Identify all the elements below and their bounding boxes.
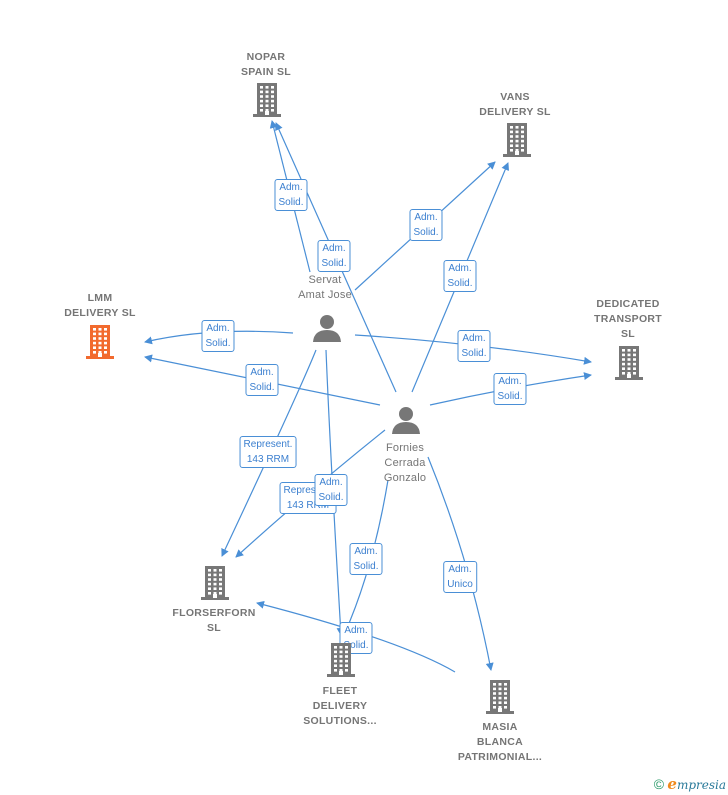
node-label-line: MASIA bbox=[482, 721, 518, 733]
edge-label-line: Adm. bbox=[319, 477, 343, 488]
edge-label-line: Adm. bbox=[414, 212, 438, 223]
node-label-line: LMM bbox=[87, 292, 113, 304]
edge-label-line: Adm. bbox=[448, 263, 472, 274]
node-label-line: Servat bbox=[308, 274, 342, 286]
node-label-line: SPAIN SL bbox=[240, 66, 292, 78]
node-label-line: FLORSERFORN bbox=[172, 607, 256, 619]
edge-label-line: Solid. bbox=[461, 348, 487, 359]
edge-label-line: Adm. bbox=[462, 333, 486, 344]
node-label-lmm[interactable]: LMM DELIVERY SL bbox=[64, 291, 136, 321]
person-icon[interactable] bbox=[391, 405, 421, 440]
building-icon[interactable] bbox=[502, 122, 532, 163]
building-icon[interactable] bbox=[485, 679, 515, 720]
building-icon[interactable] bbox=[200, 565, 230, 606]
node-label-line: SL bbox=[206, 622, 222, 634]
edge-label-line: Adm. bbox=[498, 376, 522, 387]
node-label-line: SL bbox=[620, 328, 636, 340]
building-icon[interactable] bbox=[614, 345, 644, 386]
brand-logo-initial: e bbox=[667, 775, 677, 793]
edge-label-servat-to-lmm[interactable]: Adm. Solid. bbox=[201, 320, 235, 352]
edge-masia-to-florserforn bbox=[256, 600, 456, 673]
node-label-line: FLEET bbox=[322, 685, 358, 697]
copyright-symbol: © bbox=[653, 776, 665, 792]
node-label-line: NOPAR bbox=[246, 51, 286, 63]
edge-label-line: Solid. bbox=[447, 278, 473, 289]
node-label-dedicated[interactable]: DEDICATED TRANSPORT SL bbox=[594, 297, 662, 342]
edge-label-line: Solid. bbox=[343, 640, 369, 651]
node-label-vans[interactable]: VANS DELIVERY SL bbox=[479, 90, 551, 120]
edge-label-line: Solid. bbox=[353, 561, 379, 572]
edge-label-line: Represent. bbox=[243, 439, 293, 450]
edge-label-line: Adm. bbox=[250, 367, 274, 378]
edge-label-line: Adm. bbox=[322, 243, 346, 254]
node-label-line: DELIVERY SL bbox=[64, 307, 136, 319]
edge-label-line: Solid. bbox=[318, 492, 344, 503]
edge-label-servat-to-nopar[interactable]: Adm. Solid. bbox=[274, 179, 308, 211]
edge-label-line: Solid. bbox=[205, 338, 231, 349]
node-label-line: TRANSPORT bbox=[593, 313, 663, 325]
person-icon[interactable] bbox=[312, 313, 342, 348]
edge-label-line: Solid. bbox=[321, 258, 347, 269]
edge-label-servat-to-dedicated[interactable]: Adm. Solid. bbox=[457, 330, 491, 362]
footer-brand: © empresia bbox=[654, 775, 726, 793]
edge-label-servat-to-vans[interactable]: Adm. Solid. bbox=[409, 209, 443, 241]
edge-label-fornies-to-dedicated[interactable]: Adm. Solid. bbox=[493, 373, 527, 405]
edge-label-line: Adm. bbox=[279, 182, 303, 193]
edge-label-line: Solid. bbox=[413, 227, 439, 238]
node-label-line: VANS bbox=[500, 91, 530, 103]
brand-logo-text: mpresia bbox=[676, 778, 726, 792]
node-label-florserforn[interactable]: FLORSERFORN SL bbox=[172, 606, 255, 636]
building-icon[interactable] bbox=[326, 642, 356, 683]
node-label-line: Amat Jose bbox=[298, 289, 352, 301]
edge-label-masia-to-florserforn[interactable]: Adm. Solid. bbox=[339, 622, 373, 654]
edge-label-line: 143 RRM bbox=[286, 500, 330, 511]
edge-label-line: Adm. bbox=[354, 546, 378, 557]
building-icon[interactable] bbox=[252, 82, 282, 123]
node-label-masia[interactable]: MASIA BLANCA PATRIMONIAL... bbox=[458, 720, 542, 765]
node-label-line: SOLUTIONS... bbox=[303, 715, 377, 727]
node-label-line: DELIVERY SL bbox=[479, 106, 551, 118]
edge-servat-to-fleet bbox=[325, 349, 345, 636]
node-label-line: Gonzalo bbox=[383, 472, 427, 484]
edge-label-fornies-to-lmm[interactable]: Adm. Solid. bbox=[245, 364, 279, 396]
node-label-line: DELIVERY bbox=[312, 700, 368, 712]
edge-label-line: Adm. bbox=[344, 625, 368, 636]
edge-label-line: Adm. bbox=[448, 564, 472, 575]
node-label-fleet[interactable]: FLEET DELIVERY SOLUTIONS... bbox=[303, 684, 377, 729]
node-label-line: Fornies bbox=[385, 442, 425, 454]
edge-label-line: Solid. bbox=[249, 382, 275, 393]
node-label-line: PATRIMONIAL... bbox=[457, 751, 543, 763]
edge-label-servat-to-florserforn[interactable]: Represent. 143 RRM bbox=[239, 436, 297, 468]
edge-label-fornies-to-vans[interactable]: Adm. Solid. bbox=[443, 260, 477, 292]
edge-label-line: Adm. bbox=[206, 323, 230, 334]
node-label-nopar[interactable]: NOPAR SPAIN SL bbox=[241, 50, 291, 80]
edge-label-line: Unico bbox=[447, 579, 473, 590]
edge-label-line: Represent. bbox=[283, 485, 333, 496]
edge-label-fornies-to-masia[interactable]: Adm. Unico bbox=[443, 561, 477, 593]
building-icon[interactable] bbox=[85, 324, 115, 365]
edge-servat-to-florserforn bbox=[221, 349, 317, 557]
node-label-line: DEDICATED bbox=[596, 298, 660, 310]
edge-label-fornies-to-nopar[interactable]: Adm. Solid. bbox=[317, 240, 351, 272]
node-label-line: BLANCA bbox=[476, 736, 524, 748]
edge-label-line: 143 RRM bbox=[246, 454, 290, 465]
node-label-line: Cerrada bbox=[384, 457, 426, 469]
edge-label-servat-to-fleet[interactable]: Adm. Solid. bbox=[314, 474, 348, 506]
edge-label-line: Solid. bbox=[497, 391, 523, 402]
edge-label-fornies-to-fleet[interactable]: Adm. Solid. bbox=[349, 543, 383, 575]
edge-label-line: Solid. bbox=[278, 197, 304, 208]
